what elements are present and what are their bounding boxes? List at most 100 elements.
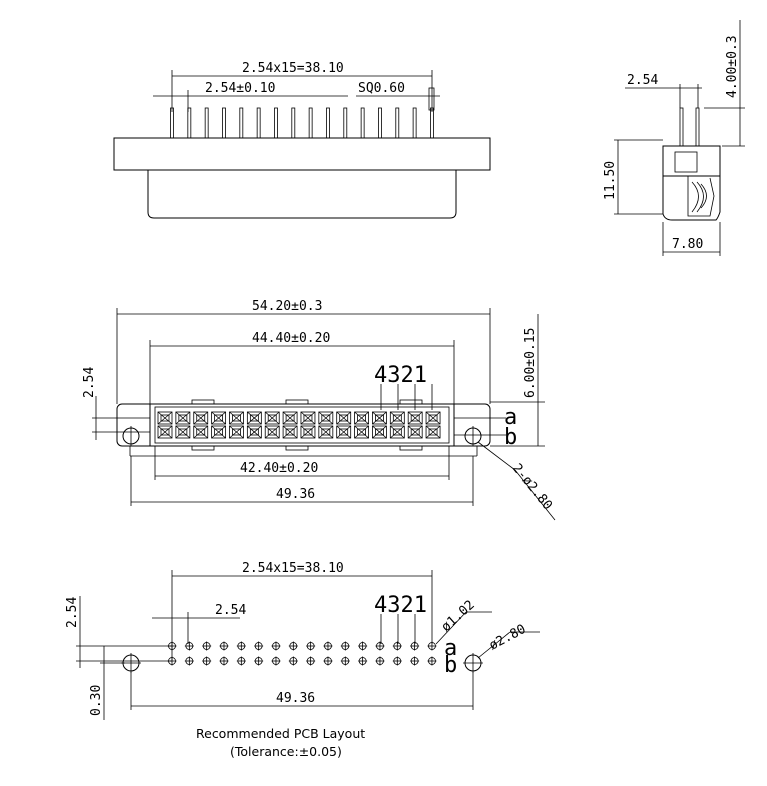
side-pitch-total-label: 2.54x15=38.10 [242,61,344,76]
side-pin [326,107,330,139]
front-flange [116,403,491,447]
contact-cell [425,425,441,439]
pcb-pitch-total-label: 2.54x15=38.10 [242,561,344,576]
side-pin [343,107,348,139]
front-row-b-label: b [504,425,517,450]
pcb-layout: 2.54x15=38.10 2.54 4321 2.54 0.30 ø1.02 [65,561,540,759]
pcb-hole [392,656,402,666]
contact-cell [246,411,262,425]
contact-cell [264,425,280,439]
contact-cell [389,425,405,439]
contact-cell [336,425,352,439]
contact-cell [211,411,227,425]
side-pin [378,107,382,139]
side-pin [430,107,434,139]
pcb-hole [167,641,177,651]
contact-cell [157,425,173,439]
end-body-lower [662,176,721,221]
pcb-hole [254,641,264,651]
front-insert-width-label: 42.40±0.20 [240,461,318,476]
contact-cell [193,425,209,439]
pcb-hole [271,641,281,651]
pcb-hole [323,656,333,666]
end-pin-left [679,107,684,147]
contact-cell [372,425,387,439]
front-mount-holes-label: 2-ø2.80 [509,461,555,513]
contact-cell [407,425,423,439]
contact-cell [211,425,227,439]
side-pin [204,107,209,139]
pcb-hole-spacing-label: 49.36 [276,691,315,706]
contact-cell [282,425,298,439]
side-housing-body [147,170,457,219]
contact-cell [425,411,441,425]
pcb-hole [202,641,212,651]
pcb-hole [306,656,316,666]
contact-cell [157,411,173,425]
contact-cell [318,411,334,425]
contact-cell [336,411,352,425]
front-contacts [157,411,441,439]
side-pin [170,107,174,139]
pcb-caption-tolerance: (Tolerance:±0.05) [230,744,342,759]
pcb-hole [340,656,350,666]
pcb-hole [340,641,350,651]
contact-cell [282,411,298,425]
front-insert [149,403,455,447]
contact-cell [407,411,423,425]
side-pins [170,107,434,139]
end-body-top [662,145,721,177]
end-pin-right [695,107,700,147]
end-body-depth-label: 7.80 [672,237,703,252]
pcb-row-a-label: a [444,636,457,661]
contact-cell [175,425,191,439]
pcb-hole [288,641,298,651]
pin-section-detail [428,87,435,111]
side-pin [308,107,313,139]
pcb-pin-hole-label: ø1.02 [439,598,478,635]
pcb-row-b-label: b [444,653,457,678]
pcb-hole [219,641,229,651]
side-pin [187,107,192,139]
side-pin [256,107,261,139]
side-pin [274,107,278,139]
side-pin [239,107,244,139]
pcb-hole [236,641,246,651]
side-view: 2.54x15=38.10 2.54±0.10 SQ0.60 [113,61,491,219]
contact-cell [229,425,244,439]
side-pin-size-label: SQ0.60 [358,81,405,96]
pcb-hole [358,641,368,651]
end-pin-height-label: 4.00±0.3 [725,35,740,98]
contact-cell [264,411,280,425]
front-view: 54.20±0.3 44.40±0.20 4321 2.54 6.00±0.15 [82,299,556,521]
pcb-hole [375,656,385,666]
side-pin [412,107,417,139]
side-housing-flange [113,137,491,171]
pcb-hole [427,656,437,666]
pcb-mount-hole-label: ø2.80 [487,622,529,654]
front-row-a-label: a [504,405,517,430]
pcb-hole [358,656,368,666]
front-height-label: 6.00±0.15 [523,328,538,398]
contact-cell [175,411,191,425]
end-body-height-label: 11.50 [603,161,618,200]
pcb-hole [306,641,316,651]
contact-cell [193,411,209,425]
pcb-pitch-label: 2.54 [215,603,246,618]
side-pin [395,107,400,139]
pcb-hole [184,656,194,666]
side-pin [222,107,226,139]
pcb-row-pitch-label: 2.54 [65,597,80,628]
contact-cell [354,425,369,439]
end-pin-spacing-label: 2.54 [627,73,658,88]
contact-cell [354,411,369,425]
side-pin [291,107,296,139]
pcb-hole [202,656,212,666]
pcb-hole [167,656,177,666]
pcb-hole [271,656,281,666]
pcb-hole [219,656,229,666]
pcb-hole [427,641,437,651]
pcb-hole [254,656,264,666]
front-row-pitch-label: 2.54 [82,367,97,398]
